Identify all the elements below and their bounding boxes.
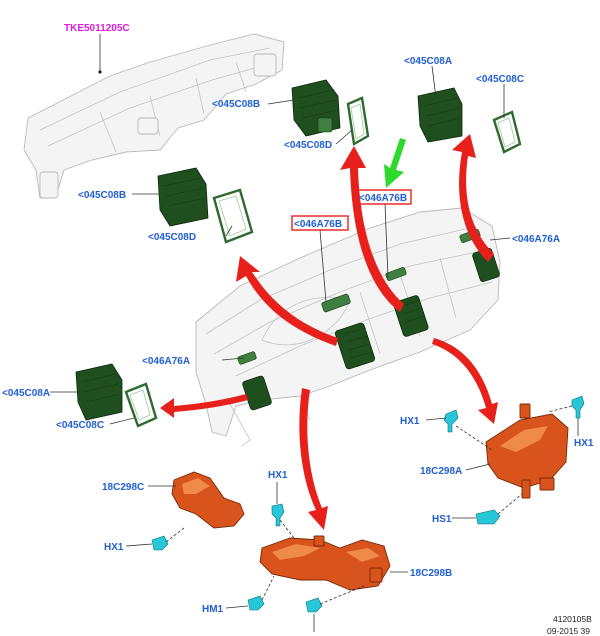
vent-top-right — [417, 87, 463, 143]
label-center-vent-a: <046A76B — [294, 219, 342, 230]
duct-right — [485, 403, 569, 499]
label-top-assembly: TKE5011205C — [64, 23, 130, 34]
drawing-date: 09-2015 39 — [547, 626, 590, 636]
label-bezel-top-right: <045C08C — [476, 74, 524, 85]
clip-hx1-center — [271, 503, 285, 527]
label-clip-hs1: HS1 — [432, 514, 452, 525]
label-clip-hm1: HM1 — [202, 604, 224, 615]
label-duct-right: 18C298A — [420, 466, 462, 477]
label-bezel-bottom-left: <045C08C — [56, 420, 104, 431]
bezel-bottom-left — [124, 382, 158, 428]
red-arrow-right-vent — [452, 134, 494, 262]
bezel-top-right — [492, 110, 522, 154]
label-vent-top-center: <045C08B — [212, 99, 260, 110]
red-arrow-center-vent — [340, 146, 404, 312]
label-duct-left: 18C298C — [102, 482, 144, 493]
vent-left — [157, 167, 209, 227]
label-clip-hx1-left: HX1 — [104, 542, 124, 553]
drawing-reference: 4120105B 09-2015 39 — [547, 614, 592, 636]
label-bezel-left: <045C08D — [148, 232, 196, 243]
label-right-side-vent: <046A76A — [512, 234, 560, 245]
red-arrow-bottom-duct — [299, 388, 328, 530]
clip-hx1-right — [571, 395, 585, 419]
bezel-top-center — [346, 96, 370, 146]
top-duct-assembly — [23, 33, 285, 199]
vent-bottom-left — [75, 363, 123, 421]
label-vent-bottom-left: <045C08A — [2, 388, 50, 399]
vent-top-center — [291, 79, 341, 137]
red-arrow-left-vent — [236, 256, 338, 346]
highlight-box-center-vent-b — [356, 189, 412, 205]
duct-bottom — [259, 535, 391, 591]
leader-lines — [50, 34, 579, 632]
label-vent-top-right: <045C08A — [404, 56, 452, 67]
label-center-vent-b: <046A76B — [359, 193, 407, 204]
duct-left — [171, 471, 245, 529]
label-bezel-top-center: <045C08D — [284, 140, 332, 151]
red-arrow-bottom-left-vent — [160, 394, 248, 418]
label-clip-hx1-right: HX1 — [574, 438, 594, 449]
clip-hx1-left — [151, 535, 169, 551]
drawing-code: 4120105B — [553, 614, 592, 624]
label-duct-bottom: 18C298B — [410, 568, 452, 579]
label-vent-left: <045C08B — [78, 190, 126, 201]
clip-hm1 — [247, 595, 265, 611]
red-arrow-right-duct — [432, 338, 498, 424]
label-clip-hx1-upper: HX1 — [400, 416, 420, 427]
bezel-left — [212, 188, 254, 244]
dashboard-mounted-vents — [237, 229, 500, 411]
label-clip-hx1-center: HX1 — [268, 470, 288, 481]
green-pointer-arrow — [384, 138, 406, 188]
callout-labels: TKE5011205C <045C08A <045C08C <045C08B <… — [2, 23, 594, 615]
red-direction-arrows — [160, 134, 498, 530]
clip-bottom — [305, 597, 323, 613]
clip-hx1-upper — [443, 409, 459, 433]
clip-hs1 — [475, 509, 501, 525]
label-left-side-vent: <046A76A — [142, 356, 190, 367]
